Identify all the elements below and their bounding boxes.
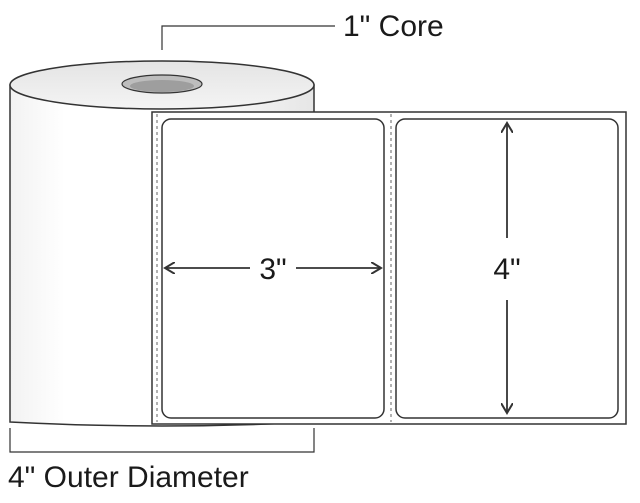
label-web <box>151 111 627 425</box>
height-dimension: 4" <box>493 123 521 413</box>
width-dimension: 3" <box>165 253 381 286</box>
roll-core-inner <box>130 80 194 92</box>
label-1 <box>161 118 385 419</box>
width-label: 3" <box>259 253 286 286</box>
core-leader-line <box>161 25 335 50</box>
core-callout: 1" Core <box>161 10 444 50</box>
outer-diameter-label: 4" Outer Diameter <box>8 461 249 494</box>
height-label: 4" <box>493 253 520 286</box>
label-2 <box>395 118 619 419</box>
outer-diameter-callout: 4" Outer Diameter <box>4 428 315 495</box>
core-label: 1" Core <box>343 10 444 43</box>
outer-diameter-label-bg <box>4 455 300 495</box>
outer-diameter-bracket <box>9 428 315 453</box>
